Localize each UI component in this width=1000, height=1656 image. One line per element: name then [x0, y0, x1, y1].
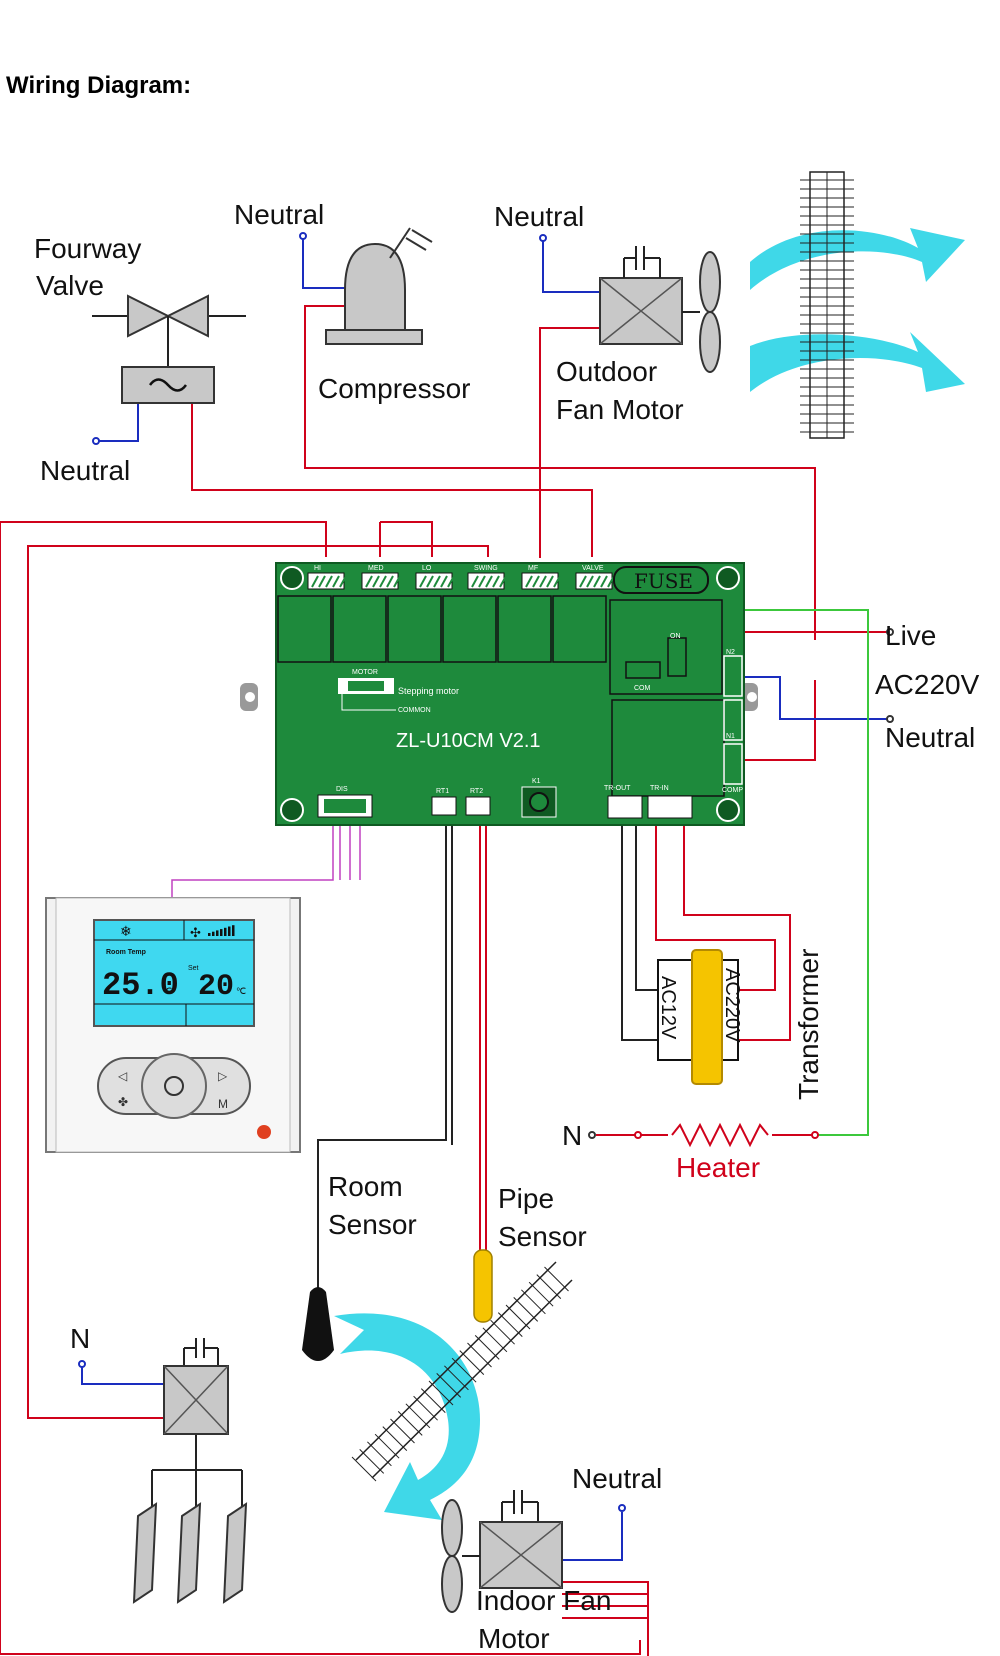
airflow-arrow-icon	[750, 332, 965, 392]
outdoor-fan-label-1: Outdoor	[556, 356, 657, 387]
indoor-airflow-icon	[334, 1313, 480, 1520]
indoor-fan-label-1: Indoor Fan	[476, 1585, 611, 1616]
mode-button[interactable]: M	[218, 1097, 228, 1111]
valve-neutral-label: Neutral	[40, 455, 130, 486]
ac220v-label: AC220V	[875, 669, 980, 700]
comp-label: COMP	[722, 787, 743, 794]
fan-button-icon[interactable]: ✤	[118, 1095, 128, 1109]
left-arrow-icon[interactable]: ◁	[117, 1069, 127, 1083]
pipe-sensor-label-1: Pipe	[498, 1183, 554, 1214]
indoor-neutral-label: Neutral	[572, 1463, 662, 1494]
set-temp-unit: ℃	[236, 986, 246, 996]
wires	[0, 236, 890, 1656]
indoor-fan-blade-icon	[441, 1499, 463, 1557]
page-title: Wiring Diagram:	[6, 72, 192, 99]
terminal-label-hi: HI	[314, 565, 321, 572]
k1-label: K1	[532, 778, 541, 785]
heater-coil-icon	[671, 1122, 769, 1148]
heater: N Heater	[562, 1120, 819, 1183]
ac-symbol-icon	[148, 378, 188, 392]
control-board: HI MED LO SWING MF VALVE FUSE COM ON N2 N1 CO…	[240, 562, 758, 826]
n2-label: N2	[726, 649, 735, 656]
ac220v-transformer-label: AC220V	[721, 968, 743, 1043]
indoor-fan-motor: Neutral Indoor Fan Motor	[441, 1463, 662, 1654]
louver-blade-icon	[176, 1502, 202, 1604]
compressor-label: Compressor	[318, 373, 470, 404]
transformer-label: Transformer	[793, 949, 824, 1100]
power-neutral-label: Neutral	[885, 722, 975, 753]
on-label: ON	[670, 633, 681, 640]
louver-blade-icon	[222, 1502, 248, 1604]
terminal-label-valve: VALVE	[582, 565, 604, 572]
room-sensor: Room Sensor	[302, 1171, 417, 1361]
ac12v-label: AC12V	[657, 976, 679, 1040]
transformer: AC12V AC220V Transformer	[657, 949, 824, 1100]
fan-blade-icon	[699, 251, 721, 313]
lcd-screen	[93, 919, 255, 1027]
louver-blade-icon	[132, 1502, 158, 1604]
rt2-label: RT2	[470, 788, 483, 795]
fan-blade-icon	[699, 311, 721, 373]
set-label: Set	[188, 965, 199, 972]
outdoor-fan-label-2: Fan Motor	[556, 394, 684, 425]
fan-speed-icon: ✣	[190, 926, 201, 941]
power-input: Live AC220V Neutral	[875, 620, 980, 753]
right-arrow-icon[interactable]: ▷	[218, 1069, 228, 1083]
terminal-label-mf: MF	[528, 565, 538, 572]
swing-motor: N	[70, 1323, 248, 1604]
outdoor-neutral-label: Neutral	[494, 201, 584, 232]
terminal-label-swing: SWING	[474, 565, 498, 572]
compressor: Neutral Compressor	[234, 199, 470, 404]
set-temp-value: 20	[198, 970, 234, 1004]
indoor-fan-blade-icon	[441, 1555, 463, 1613]
indoor-fan-label-2: Motor	[478, 1623, 550, 1654]
room-sensor-probe-icon	[302, 1287, 334, 1361]
common-label: COMMON	[398, 707, 431, 714]
valve-right-cone	[165, 294, 209, 338]
live-label: Live	[885, 620, 936, 651]
power-button[interactable]	[141, 1053, 207, 1119]
terminal-label-med: MED	[368, 565, 384, 572]
thermostat: ❄ Room Temp 25.0 ℃ Set 20 ℃ ✣ ◁ ▷ ✤ M	[45, 897, 301, 1153]
n1-label: N1	[726, 733, 735, 740]
terminal-label-lo: LO	[422, 565, 432, 572]
board-model-label: ZL-U10CM V2.1	[396, 730, 541, 752]
airflow-arrow-icon	[750, 228, 965, 290]
valve-left-cone	[127, 294, 171, 338]
indicator-led	[257, 1125, 271, 1139]
fuse-label: FUSE	[634, 569, 693, 593]
heater-n-label: N	[562, 1120, 582, 1151]
stepping-motor-label: Stepping motor	[398, 686, 459, 696]
room-temp-label: Room Temp	[106, 949, 146, 956]
room-sensor-label-2: Sensor	[328, 1209, 417, 1240]
rt1-label: RT1	[436, 788, 449, 795]
room-sensor-label-1: Room	[328, 1171, 403, 1202]
compressor-neutral-label: Neutral	[234, 199, 324, 230]
motor-label: MOTOR	[352, 669, 378, 676]
power-icon	[164, 1076, 184, 1096]
tr-out-label: TR-OUT	[604, 785, 631, 792]
com-label: COM	[634, 685, 651, 692]
condenser-coil	[750, 171, 965, 439]
room-temp-value: 25.0	[102, 967, 179, 1004]
heater-label: Heater	[676, 1152, 760, 1183]
snowflake-icon: ❄	[120, 924, 132, 940]
fourway-valve-label-2: Valve	[36, 270, 104, 301]
fourway-valve: Fourway Valve Neutral	[34, 233, 246, 486]
pipe-sensor: Pipe Sensor	[473, 1183, 587, 1323]
pipe-sensor-label-2: Sensor	[498, 1221, 587, 1252]
fourway-valve-label-1: Fourway	[34, 233, 141, 264]
room-temp-unit: ℃	[162, 986, 172, 996]
outdoor-fan-motor: Neutral Outdoor Fan Motor	[494, 201, 721, 425]
swing-n-label: N	[70, 1323, 90, 1354]
dis-label: DIS	[336, 786, 348, 793]
pipe-sensor-probe-icon	[473, 1249, 493, 1323]
tr-in-label: TR-IN	[650, 785, 669, 792]
evaporator	[334, 1261, 573, 1520]
